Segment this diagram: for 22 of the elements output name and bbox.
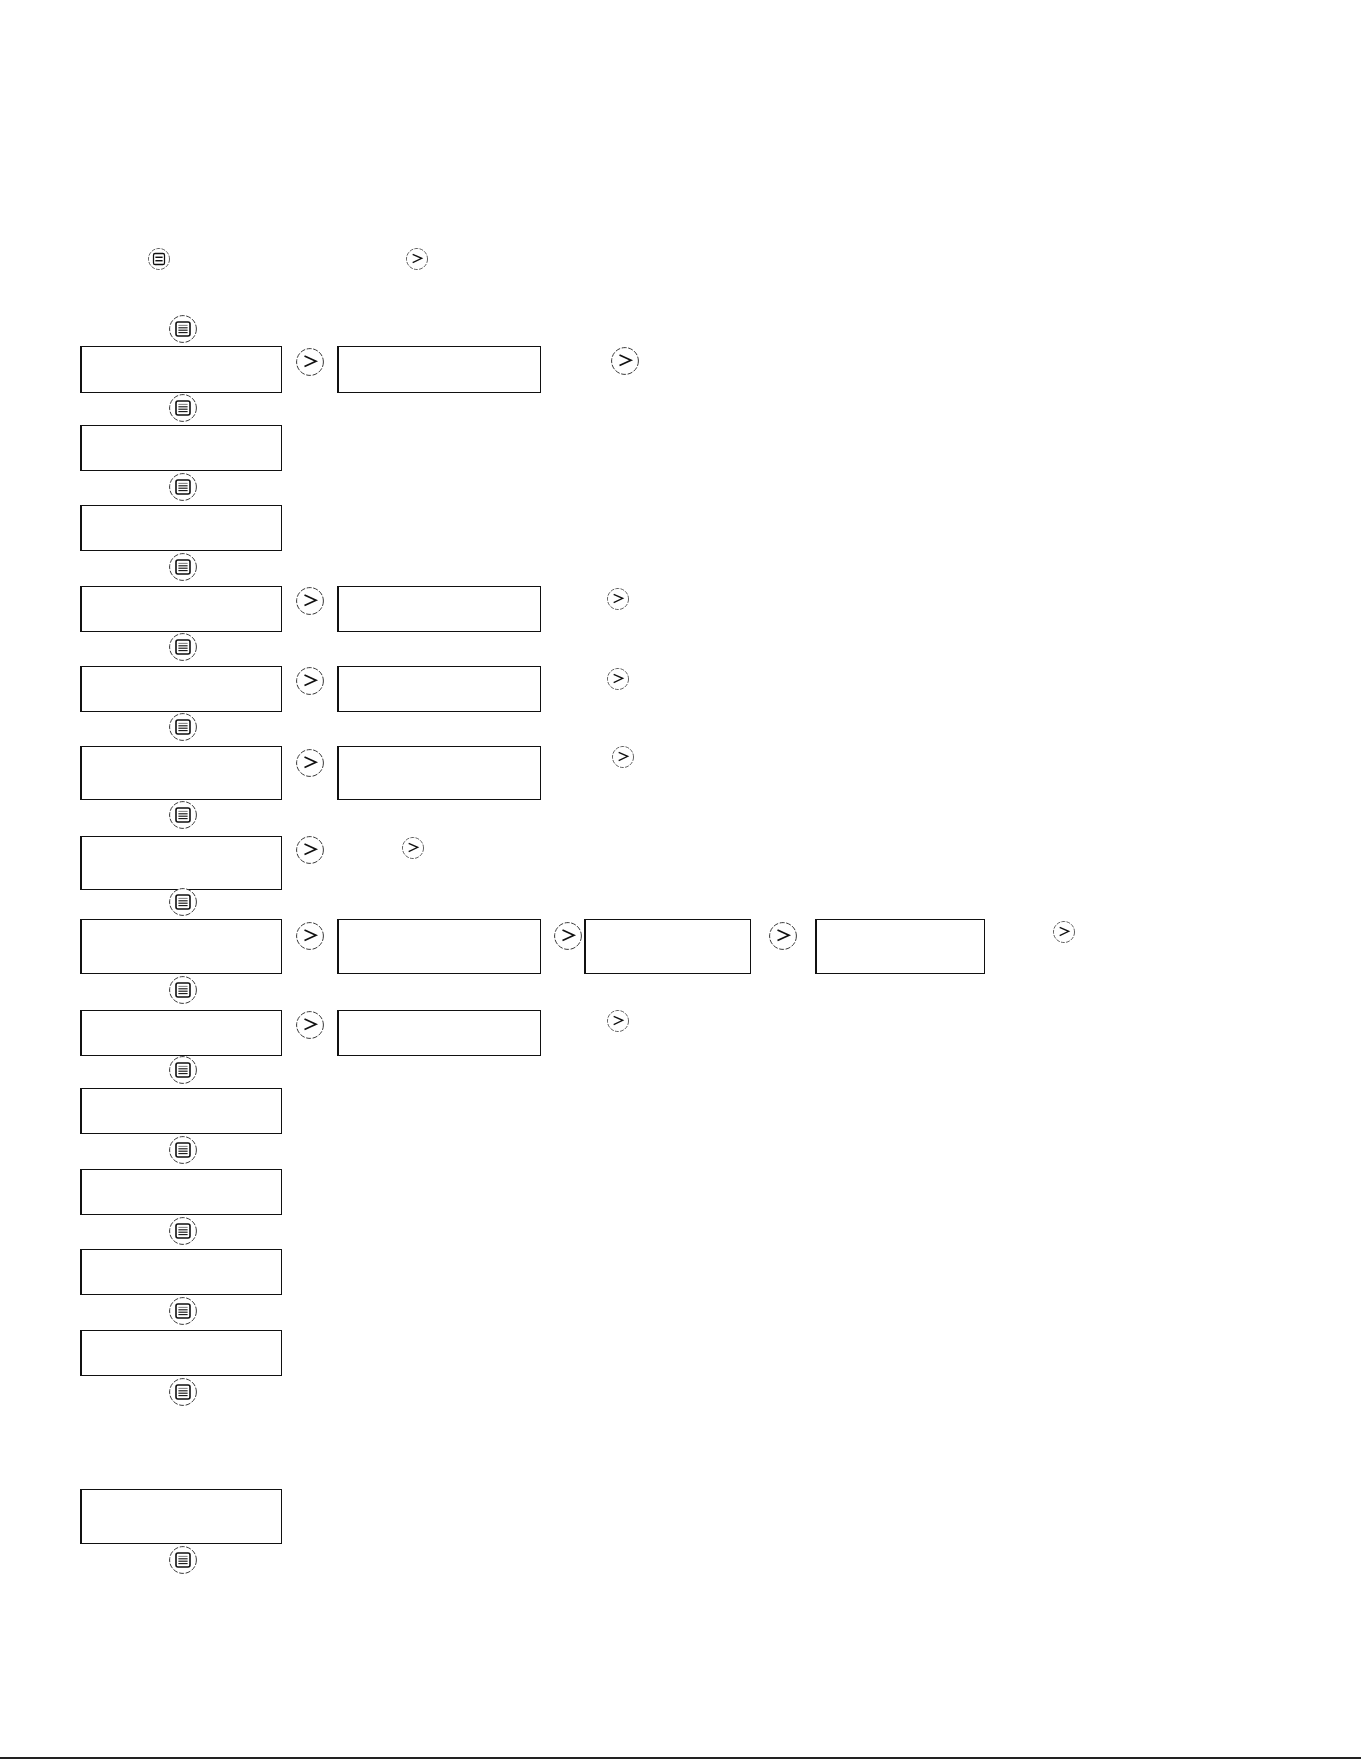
empty-box — [337, 1010, 541, 1056]
empty-box — [80, 836, 282, 890]
empty-box — [337, 666, 541, 712]
empty-box — [337, 586, 541, 632]
empty-box — [80, 425, 282, 471]
empty-box — [80, 746, 282, 800]
empty-box — [80, 346, 282, 393]
empty-box — [80, 1010, 282, 1056]
empty-box — [80, 505, 282, 551]
empty-box — [337, 746, 541, 800]
empty-box — [80, 666, 282, 712]
empty-box — [337, 919, 541, 974]
empty-box — [80, 1169, 282, 1215]
empty-box — [80, 1088, 282, 1134]
empty-box — [815, 919, 985, 974]
empty-box — [337, 346, 541, 393]
empty-box — [80, 1330, 282, 1376]
empty-box — [80, 586, 282, 632]
empty-box — [80, 919, 282, 974]
empty-box — [80, 1489, 282, 1544]
empty-box — [80, 1249, 282, 1295]
empty-box — [584, 919, 751, 974]
